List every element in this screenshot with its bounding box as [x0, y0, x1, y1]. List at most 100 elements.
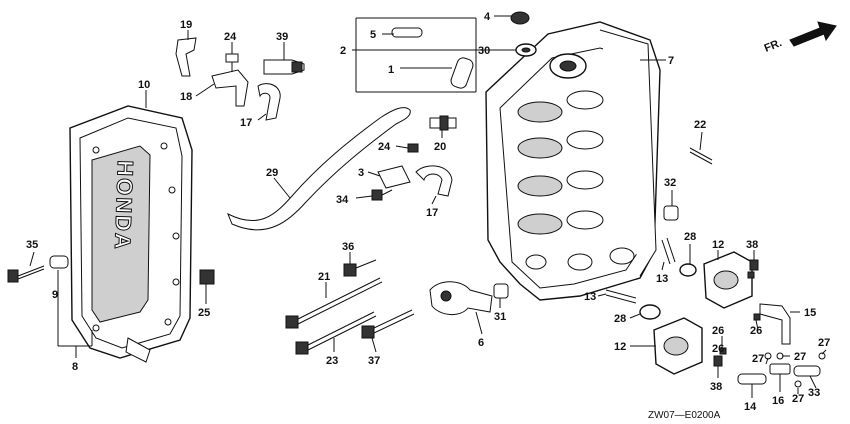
screw-38-lower: [713, 355, 723, 367]
callout-24-mid: 24: [378, 141, 391, 153]
callout-12-upper: 12: [712, 239, 724, 251]
callout-1: 1: [388, 64, 394, 76]
oring-28-upper: [679, 263, 697, 277]
callout-20: 20: [434, 141, 446, 153]
leader-lines: [29, 15, 827, 398]
plate-3: [377, 165, 411, 189]
callout-38-lower: 38: [710, 381, 722, 393]
sensor-39: [263, 59, 305, 75]
callout-27-b: 27: [794, 351, 806, 363]
grommet-9: [49, 255, 69, 269]
callout-17-upper: 17: [240, 117, 252, 129]
stay-18: [211, 69, 249, 107]
callout-17-lower: 17: [426, 207, 438, 219]
callout-39: 39: [276, 31, 288, 43]
bolt-24-mid: [407, 143, 419, 153]
bolt-25: [199, 269, 215, 285]
callout-8: 8: [72, 361, 78, 373]
tube-33: [793, 365, 821, 377]
callout-33: 33: [808, 387, 820, 399]
front-direction-label: FR.: [763, 37, 784, 55]
callout-24-upper: 24: [224, 31, 237, 43]
callout-26-b: 26: [750, 325, 762, 337]
clip-26-set: [719, 271, 761, 355]
dowel-32: [663, 205, 679, 221]
sensor-20: [429, 115, 457, 131]
cover-bracket-19: [175, 37, 197, 77]
pin-13-upper: [661, 237, 676, 265]
callout-18: 18: [180, 91, 192, 103]
callout-28-upper: 28: [684, 231, 696, 243]
fuel-pump-lower: [653, 317, 703, 375]
callout-22: 22: [694, 119, 706, 131]
bolt-23: [295, 311, 377, 355]
bolt-21: [285, 277, 383, 329]
cover-brand-label: HONDA: [110, 160, 138, 251]
callout-37: 37: [368, 355, 380, 367]
callout-4: 4: [484, 11, 491, 23]
callout-12-lower: 12: [614, 341, 626, 353]
callout-5: 5: [370, 29, 376, 41]
callout-16: 16: [772, 395, 784, 407]
front-arrow-icon: [789, 21, 837, 47]
clip-27-set: [764, 352, 826, 388]
callout-29: 29: [266, 167, 278, 179]
callout-13-lower: 13: [584, 291, 596, 303]
clamp-17-upper: [257, 83, 281, 121]
plug-4: [510, 11, 530, 25]
pin-5: [391, 27, 423, 38]
callout-26-a: 26: [712, 325, 724, 337]
stud-22: [689, 147, 713, 165]
callout-35: 35: [26, 239, 38, 251]
oring-28-lower: [639, 304, 661, 320]
valve-train-detail: [517, 53, 635, 271]
bolt-36: [343, 259, 377, 277]
callout-25: 25: [198, 307, 210, 319]
callout-7: 7: [668, 55, 674, 67]
callout-21: 21: [318, 271, 330, 283]
tube-14: [737, 373, 767, 385]
callout-13-upper: 13: [656, 273, 668, 285]
callout-34: 34: [336, 194, 349, 206]
callout-27-c: 27: [818, 337, 830, 349]
callout-2: 2: [340, 45, 346, 57]
callout-38-upper: 38: [746, 239, 758, 251]
joint-6: [429, 281, 493, 315]
breather-hose-29: [227, 107, 411, 231]
diagram-code: ZW07—E0200A: [648, 410, 721, 421]
callout-26-c: 26: [712, 343, 724, 355]
callout-27-a: 27: [752, 353, 764, 365]
callout-19: 19: [180, 19, 192, 31]
tube-15: [759, 303, 791, 345]
pin-1: [450, 57, 474, 89]
fuel-pump-upper: [703, 251, 753, 309]
callout-23: 23: [326, 355, 338, 367]
callout-30: 30: [478, 45, 490, 57]
callout-6: 6: [478, 337, 484, 349]
clamp-17-lower: [415, 165, 453, 197]
callout-36: 36: [342, 241, 354, 253]
callout-15: 15: [804, 307, 816, 319]
callout-28-lower: 28: [614, 313, 626, 325]
callout-3: 3: [358, 167, 364, 179]
front-direction-indicator: FR.: [763, 21, 837, 55]
bolt-34: [371, 189, 393, 201]
joint-16: [769, 363, 791, 375]
bolt-37: [361, 309, 415, 339]
callout-14: 14: [744, 401, 757, 413]
screw-38-upper: [749, 259, 759, 271]
pin-31: [493, 283, 509, 299]
seal-30: [515, 43, 537, 57]
pin-13-lower: [605, 289, 637, 304]
bolt-24-upper: [225, 53, 239, 72]
callout-32: 32: [664, 177, 676, 189]
cylinder-head: [485, 21, 661, 301]
callout-31: 31: [494, 311, 506, 323]
bolt-35: [7, 265, 45, 283]
callout-labels: 1 2 5 4 30 7 19 24 39 18 17 10 20 24 3 3…: [26, 11, 830, 413]
callout-9: 9: [52, 289, 58, 301]
callout-10: 10: [138, 79, 150, 91]
callout-27-d: 27: [792, 393, 804, 405]
cylinder-head-cover: HONDA: [69, 105, 193, 363]
